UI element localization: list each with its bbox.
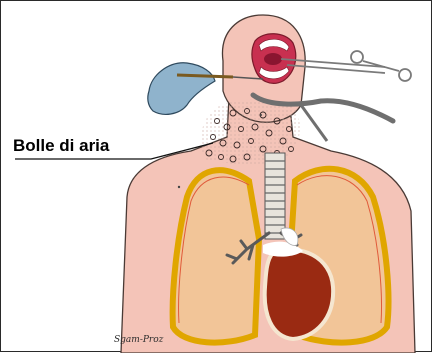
artist-signature: Sgam-Proz (114, 335, 163, 345)
gloved-hand (148, 63, 215, 115)
air-bubbles-label: Bolle di aria (13, 136, 109, 156)
heart (265, 250, 333, 339)
right-lung (173, 170, 259, 342)
open-mouth (252, 34, 296, 84)
